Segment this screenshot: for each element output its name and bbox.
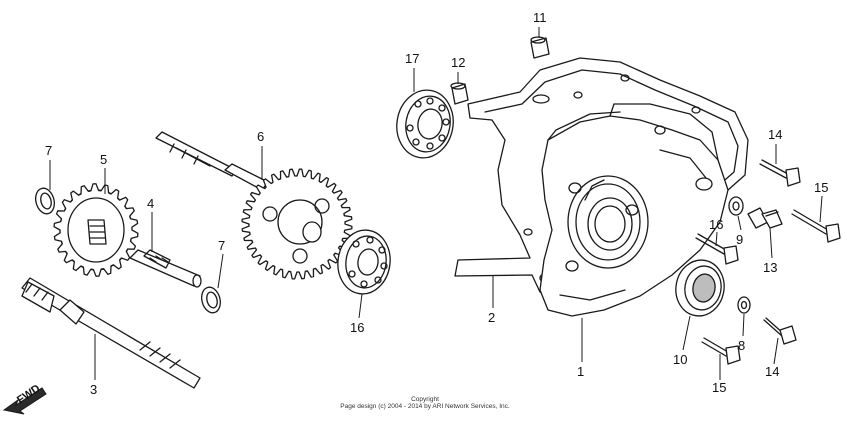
dowel-pin-11b xyxy=(450,82,469,105)
gear-teeth-6 xyxy=(241,168,353,280)
bearing-17 xyxy=(396,89,454,159)
washer-8 xyxy=(737,296,751,314)
callout-2: 2 xyxy=(488,310,495,325)
callout-4: 4 xyxy=(147,196,154,211)
countershaft-gear-6 xyxy=(155,131,353,280)
bearing-16 xyxy=(337,229,391,295)
callouts: 11 12 17 6 5 7 4 7 3 2 1 16 10 8 9 13 14… xyxy=(45,10,828,397)
washer-9 xyxy=(728,196,744,216)
gear-5 xyxy=(53,183,139,277)
callout-5: 5 xyxy=(100,152,107,167)
bolt-14a xyxy=(759,159,801,187)
dowel-pin-11a xyxy=(530,36,550,59)
copyright-notice: Page design (c) 2004 - 2014 by ARI Netwo… xyxy=(340,403,510,410)
callout-13: 14 xyxy=(765,364,779,379)
callout-7b: 7 xyxy=(218,238,225,253)
copyright-label: Copyright xyxy=(411,396,439,403)
oil-seal-10 xyxy=(675,259,725,317)
main-shaft-3 xyxy=(21,277,201,389)
callout-10: 10 xyxy=(673,352,687,367)
callout-16: 16 xyxy=(350,320,364,335)
leader-lines xyxy=(49,27,823,380)
callout-12: 13 xyxy=(763,260,777,275)
callout-9: 9 xyxy=(736,232,743,247)
callout-8: 8 xyxy=(738,338,745,353)
bolt-14b xyxy=(701,337,741,365)
callout-1: 1 xyxy=(577,364,584,379)
callout-6: 6 xyxy=(257,129,264,144)
washer-7b xyxy=(201,286,221,314)
callout-11b: 12 xyxy=(451,55,465,70)
callout-14a: 14 xyxy=(768,127,782,142)
bolt-15a xyxy=(695,233,739,265)
callout-17: 17 xyxy=(405,51,419,66)
shaft-4 xyxy=(129,249,202,288)
callout-11a: 11 xyxy=(533,10,547,25)
drain-bolt-12 xyxy=(747,207,783,229)
teeth6-outline xyxy=(241,168,353,280)
callout-3: 3 xyxy=(90,382,97,397)
flange-bolt-13 xyxy=(763,317,797,345)
callout-14b: 15 xyxy=(712,380,726,395)
callout-15b: 16 xyxy=(709,217,723,232)
callout-15a: 15 xyxy=(814,180,828,195)
transmission-case xyxy=(539,103,729,317)
bolt-15b xyxy=(791,209,841,243)
callout-7a: 7 xyxy=(45,143,52,158)
washer-7a xyxy=(35,187,55,215)
